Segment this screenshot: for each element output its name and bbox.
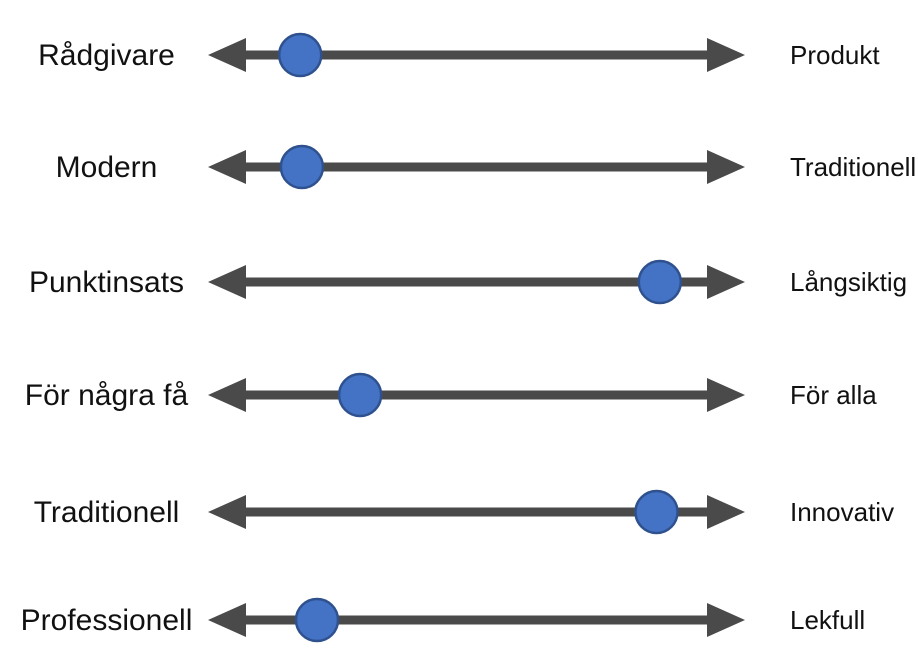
spectrum-scale: [207, 595, 746, 645]
arrow-left-head-icon: [208, 38, 246, 72]
arrow-right-head-icon: [707, 603, 745, 637]
arrow-right-head-icon: [707, 150, 745, 184]
arrow-shaft: [235, 50, 718, 60]
left-pole-label: Traditionell: [33, 495, 180, 529]
position-marker: [337, 372, 383, 418]
spectrum-scale: [207, 30, 746, 80]
spectrum-scale: [207, 257, 746, 307]
arrow-shaft: [235, 390, 718, 400]
position-marker: [634, 489, 679, 535]
arrow-left-head-icon: [208, 378, 246, 412]
double-arrow-icon: [208, 372, 745, 418]
right-pole-label: Innovativ: [790, 496, 895, 527]
position-marker: [279, 144, 325, 190]
right-pole-label: Lekfull: [790, 604, 866, 635]
spectrum-row: Modern Traditionell: [0, 142, 918, 192]
double-arrow-icon: [208, 259, 745, 305]
double-arrow-icon: [208, 144, 745, 190]
double-arrow-icon: [208, 489, 745, 535]
left-pole-label: För några få: [24, 378, 189, 412]
spectrum-row: Traditionell Innovativ: [0, 487, 918, 537]
arrow-left-head-icon: [208, 150, 246, 184]
position-marker: [277, 32, 323, 78]
arrow-left-head-icon: [208, 495, 246, 529]
double-arrow-icon: [208, 32, 745, 78]
spectrum-scale: [207, 142, 746, 192]
arrow-shaft: [235, 277, 718, 287]
arrow-right-head-icon: [707, 495, 745, 529]
arrow-right-head-icon: [707, 378, 745, 412]
double-arrow-icon: [208, 597, 745, 643]
left-pole-label: Punktinsats: [28, 265, 185, 299]
position-marker: [294, 597, 340, 643]
left-pole-label: Rådgivare: [38, 38, 175, 72]
spectrum-row: Professionell Lekfull: [0, 595, 918, 645]
arrow-right-head-icon: [707, 265, 745, 299]
right-pole-label: Långsiktig: [790, 266, 908, 297]
position-marker: [637, 259, 683, 305]
left-pole-label: Professionell: [20, 603, 193, 637]
spectrum-scale: [207, 487, 746, 537]
right-pole-label: För alla: [790, 379, 877, 410]
arrow-shaft: [235, 507, 718, 517]
arrow-right-head-icon: [707, 38, 745, 72]
arrow-shaft: [235, 615, 718, 625]
arrow-left-head-icon: [208, 265, 246, 299]
arrow-shaft: [235, 162, 718, 172]
spectrum-row: För några få För alla: [0, 370, 918, 420]
arrow-left-head-icon: [208, 603, 246, 637]
right-pole-label: Produkt: [790, 39, 880, 70]
left-pole-label: Modern: [55, 150, 158, 184]
spectrum-row: Rådgivare Produkt: [0, 30, 918, 80]
spectrum-scale: [207, 370, 746, 420]
spectrum-row: Punktinsats Långsiktig: [0, 257, 918, 307]
right-pole-label: Traditionell: [790, 151, 917, 182]
